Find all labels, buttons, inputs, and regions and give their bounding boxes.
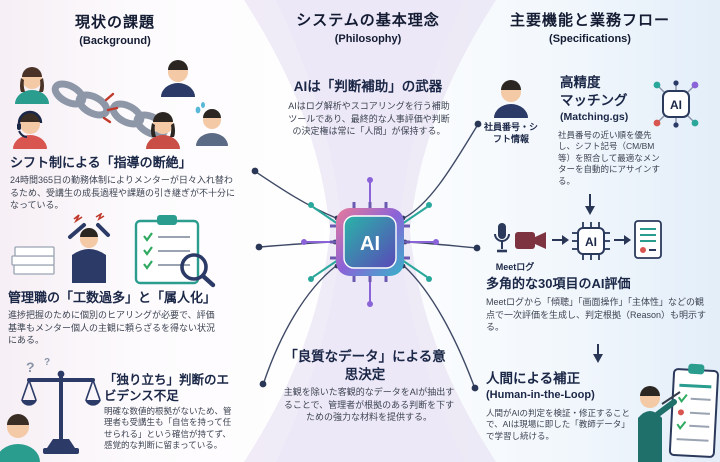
microphone-icon [494, 223, 510, 253]
human-review-clipboard-icon [638, 363, 719, 462]
evaluation-body: Meetログから「傾聴」「画面操作」「主体性」などの観点で一次評価を生成し、判定… [486, 297, 707, 333]
matching-heading-line1: 高精度 [560, 75, 601, 90]
middle-top-body: AIはログ解析やスコアリングを行う補助ツールであり、最終的な人事評価や判断の決定… [288, 101, 450, 137]
matching-subheading: (Matching.gs) [560, 111, 629, 124]
left-section-2-body: 進捗把握のために個別のヒアリングが必要で、評価基準もメンター個人の主観に頼らざる… [8, 310, 216, 346]
ai-chip-label: AI [360, 233, 380, 255]
left-column-subtitle: (Background) [79, 34, 151, 47]
flow-down-arrow-icon [593, 344, 603, 363]
flow-down-arrow-icon [585, 194, 595, 215]
evaluation-input-label: Meetログ [495, 262, 535, 272]
balance-scale-icon: ? ? [21, 357, 101, 454]
broken-chain-mentors-icon [13, 60, 228, 149]
middle-column-subtitle: (Philosophy) [334, 32, 402, 45]
svg-text:?: ? [26, 359, 35, 375]
evaluation-ai-chip-icon: AI [572, 222, 610, 260]
left-section-3-heading: 「独り立ち」判断のエビデンス不足 [104, 373, 230, 404]
right-column-title: 主要機能と業務フロー [509, 12, 670, 29]
middle-column-title: システムの基本理念 [296, 12, 440, 29]
flow-right-arrow-icon [614, 235, 631, 245]
matching-heading-line2: マッチング [560, 92, 628, 108]
right-column-subtitle: (Specifications) [549, 32, 631, 45]
left-column-header: 現状の課題 (Background) [25, 14, 205, 49]
left-section-3-body: 明確な数値的根拠がないため、管理者も受講生も「自信を持って任せられる」という確信… [104, 406, 232, 451]
svg-text:?: ? [44, 357, 50, 368]
human-heading: 人間による補正 [486, 371, 581, 386]
evaluation-report-icon [634, 220, 662, 259]
employee-person-icon [494, 80, 528, 118]
overworked-manager-checklist-icon [11, 213, 216, 288]
left-section-2-heading: 管理職の「工数過多」と「属人化」 [8, 290, 217, 305]
evaluation-ai-chip-label: AI [585, 235, 597, 249]
flow-right-arrow-icon [552, 235, 569, 245]
middle-bottom-heading: 「良質なデータ」による意思決定 [284, 349, 446, 383]
matching-heading: 高精度 マッチング (Matching.gs) [560, 74, 660, 125]
evaluation-heading: 多角的な30項目のAI評価 [486, 276, 631, 291]
middle-column-header: システムの基本理念 (Philosophy) [268, 12, 468, 47]
human-subheading: (Human-in-the-Loop) [486, 389, 595, 401]
left-column-title: 現状の課題 [74, 14, 155, 31]
evaluator-person-icon [0, 414, 40, 462]
left-section-1-heading: シフト制による「指導の断絶」 [10, 155, 192, 170]
matching-input-label: 社員番号・シフト情報 [484, 122, 539, 144]
middle-bottom-body: 主観を除いた客観的なデータをAIが抽出することで、管理者が根拠のある判断を下すた… [283, 387, 455, 423]
middle-top-heading: AIは「判断補助」の武器 [293, 79, 443, 94]
matching-ai-network-icon: AI [653, 80, 699, 128]
matching-body: 社員番号の近い順を優先し、シフト記号（CM/BM等）を照合して最適なメンターを自… [558, 130, 661, 186]
left-section-1-body: 24時間365日の勤務体制によりメンターが日々入れ替わるため、受講生の成長過程や… [10, 175, 236, 211]
right-column-header: 主要機能と業務フロー (Specifications) [468, 12, 712, 47]
human-body: 人間がAIの判定を検証・修正することで、AIは現場に即した「教師データ」で学習し… [486, 408, 631, 441]
video-camera-icon [515, 232, 546, 249]
ai-chip-icon: AI [301, 177, 439, 307]
matching-ai-chip-label: AI [670, 98, 682, 112]
